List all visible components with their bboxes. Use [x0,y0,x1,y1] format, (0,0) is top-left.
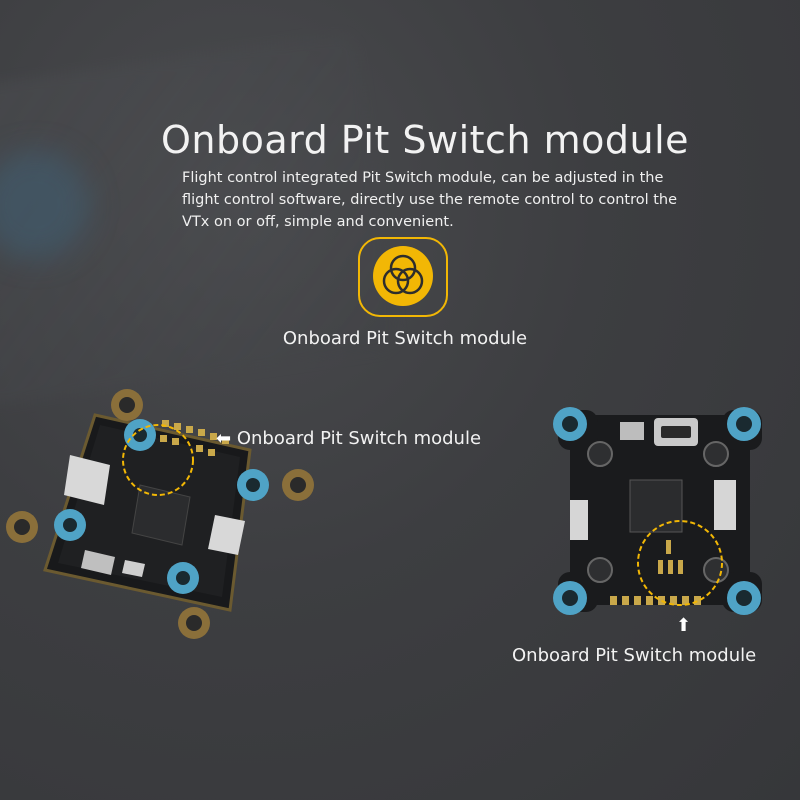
up-arrow-icon: ⬆ [676,615,692,636]
left-arrow-icon: ⬅ [216,428,232,449]
flight-controller-board-left [6,389,314,639]
left-label-text: Onboard Pit Switch module [236,428,482,449]
page-title: Onboard Pit Switch module [160,118,690,162]
icon-caption: Onboard Pit Switch module [282,328,528,349]
background-blob [0,150,90,260]
description-text: Flight control integrated Pit Switch mod… [182,170,678,230]
left-board-label: ⬅ Onboard Pit Switch module [216,428,481,449]
flight-controller-board-right [553,407,762,615]
venn-circles-icon [358,237,448,317]
right-board-label: Onboard Pit Switch module [512,645,757,666]
